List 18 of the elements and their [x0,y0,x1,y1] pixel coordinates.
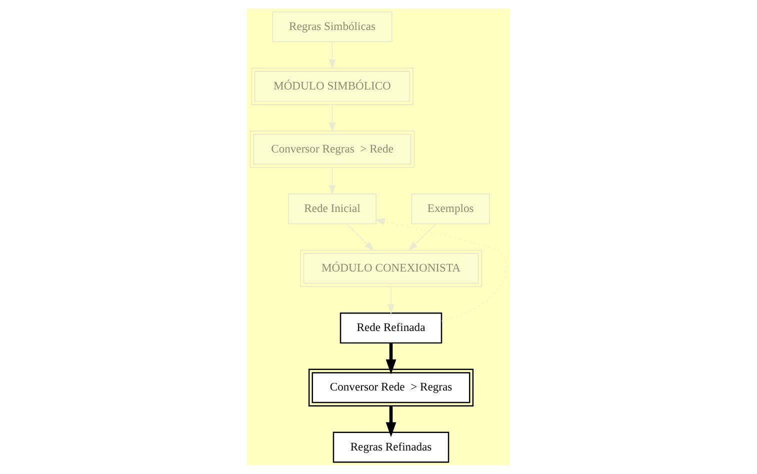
arrow [328,42,336,70]
arrow [388,286,394,314]
arrow [328,167,336,196]
node-box: Regras Refinadas [332,432,450,463]
node-box: Regras Simbólicas [272,11,392,42]
node-box: Rede Inicial [288,194,377,224]
arrow [346,224,374,252]
node-box: Exemplos [411,194,490,224]
arrow [386,343,396,374]
node-box: MÓDULO SIMBÓLICO [251,68,414,105]
node-box: Rede Refinada [340,312,442,344]
arrow [374,218,508,322]
arrow [408,224,436,252]
node-box: MÓDULO CONEXIONISTA [300,250,482,288]
arrow [328,104,336,132]
arrow [386,406,396,438]
node-box: Conversor Rede > Regras [308,368,474,406]
node-box: Conversor Regras > Rede [250,130,415,168]
